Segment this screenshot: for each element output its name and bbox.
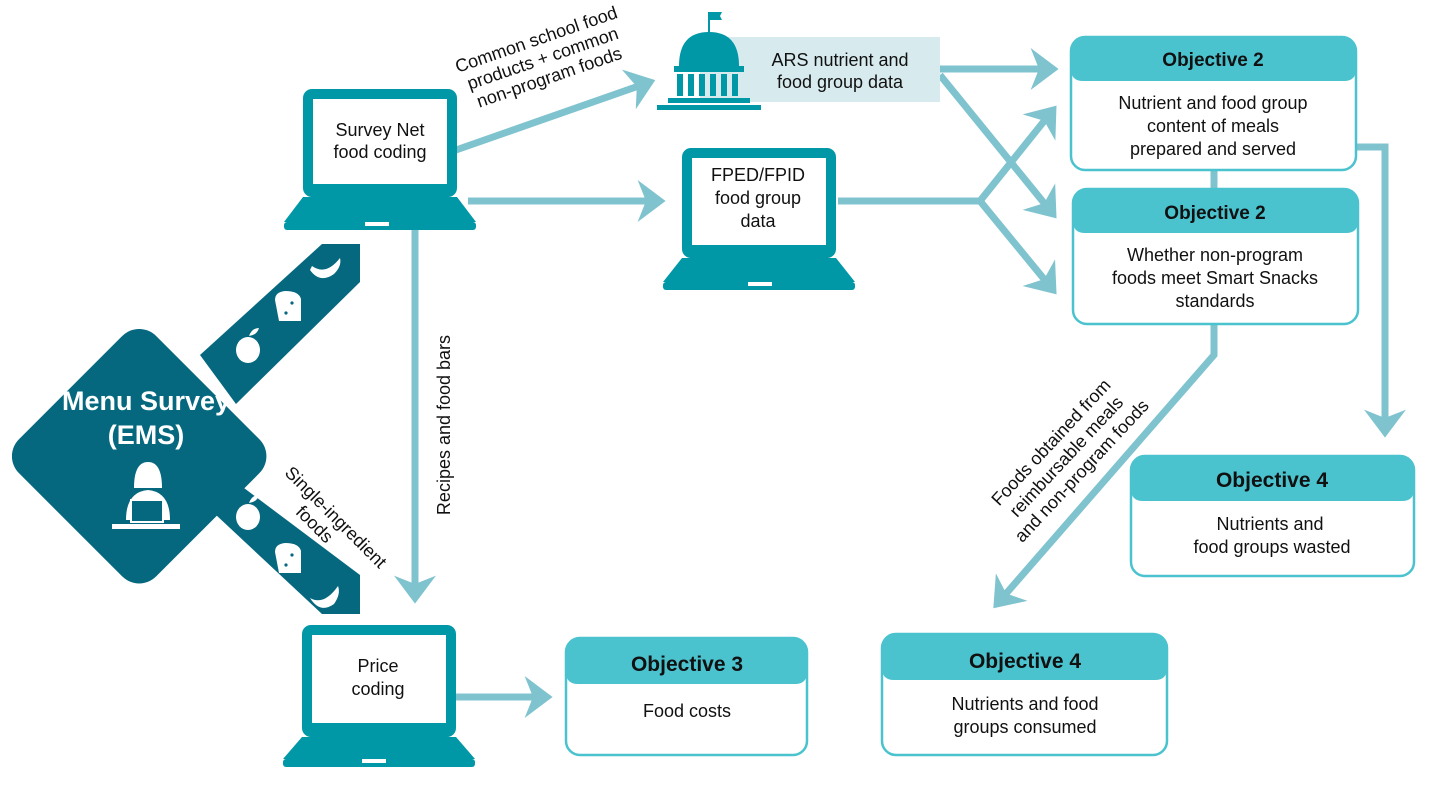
objective-body-line: groups consumed bbox=[953, 717, 1096, 737]
objective-body-line: content of meals bbox=[1147, 116, 1279, 136]
banana-icon bbox=[310, 586, 339, 608]
objective-box-obj3: Objective 3 Food costs bbox=[564, 636, 809, 757]
objective-body-line: Nutrients and food bbox=[951, 694, 1098, 714]
survey-net-node: Survey Net food coding bbox=[284, 89, 476, 230]
arrow-obj2a-to-obj4a bbox=[1356, 143, 1406, 438]
price-label-line1: Price bbox=[357, 656, 398, 676]
fped-node: FPED/FPID food group data bbox=[663, 148, 855, 290]
survey-net-label-line2: food coding bbox=[333, 142, 426, 162]
ems-upper-branch bbox=[200, 244, 360, 404]
ars-node: ARS nutrient and food group data bbox=[657, 12, 940, 110]
banana-icon bbox=[310, 258, 341, 279]
objective-body-line: Food costs bbox=[643, 701, 731, 721]
ems-diamond bbox=[11, 328, 267, 584]
objective-body-line: Whether non-program bbox=[1127, 245, 1303, 265]
ems-title-line2: (EMS) bbox=[108, 420, 185, 450]
apple-icon bbox=[236, 495, 260, 530]
connectors bbox=[394, 48, 1406, 718]
objective-box-obj4a: Objective 4 Nutrients and food groups wa… bbox=[1129, 454, 1416, 578]
laptop-icon bbox=[284, 89, 476, 230]
objective-title: Objective 4 bbox=[969, 650, 1081, 673]
objective-title: Objective 2 bbox=[1164, 203, 1265, 224]
objective-box-obj2a: Objective 2 Nutrient and food group cont… bbox=[1069, 35, 1358, 172]
ems-lower-branch bbox=[200, 440, 360, 614]
price-coding-node: Price coding bbox=[283, 625, 475, 767]
objective-body-line: food groups wasted bbox=[1193, 537, 1350, 557]
objective-box-obj4b: Objective 4 Nutrients and food groups co… bbox=[880, 632, 1169, 757]
objective-box-obj2b: Objective 2 Whether non-program foods me… bbox=[1071, 187, 1360, 326]
objective-title: Objective 2 bbox=[1162, 50, 1263, 71]
arrow-fped-to-obj2b bbox=[977, 198, 1057, 295]
fped-label-line2: food group bbox=[715, 188, 801, 208]
person-at-laptop-icon bbox=[112, 462, 180, 529]
arrow-fped-to-obj2a bbox=[977, 105, 1057, 204]
ars-label-line1: ARS nutrient and bbox=[771, 50, 908, 70]
price-label-line2: coding bbox=[351, 679, 404, 699]
ems-title-line1: Menu Survey bbox=[62, 386, 230, 416]
objective-body-line: Nutrient and food group bbox=[1118, 93, 1307, 113]
laptop-icon bbox=[663, 148, 855, 290]
fped-label-line1: FPED/FPID bbox=[711, 165, 805, 185]
objective-body-line: standards bbox=[1175, 291, 1254, 311]
objective-body-line: Nutrients and bbox=[1216, 514, 1323, 534]
menu-survey-node: Menu Survey (EMS) bbox=[11, 244, 360, 614]
survey-net-label-line1: Survey Net bbox=[335, 120, 424, 140]
objective-body-line: prepared and served bbox=[1130, 139, 1296, 159]
fped-label-line3: data bbox=[740, 211, 776, 231]
objective-title: Objective 4 bbox=[1216, 469, 1328, 492]
arrow-ars-to-obj2b bbox=[937, 72, 1057, 219]
bread-icon bbox=[275, 543, 301, 573]
arrow-surveynet-to-ars bbox=[454, 69, 656, 154]
ars-label-line2: food group data bbox=[777, 72, 904, 92]
bread-icon bbox=[275, 291, 301, 321]
objective-body-line: foods meet Smart Snacks bbox=[1112, 268, 1318, 288]
objective-title: Objective 3 bbox=[631, 653, 743, 676]
edge-label-recipes: Recipes and food bars bbox=[434, 335, 454, 515]
arrow-obj2b-to-obj4b bbox=[993, 322, 1218, 609]
apple-icon bbox=[236, 328, 260, 363]
capitol-building-icon bbox=[657, 12, 761, 110]
edge-label-line: Recipes and food bars bbox=[434, 335, 454, 515]
laptop-icon bbox=[283, 625, 475, 767]
